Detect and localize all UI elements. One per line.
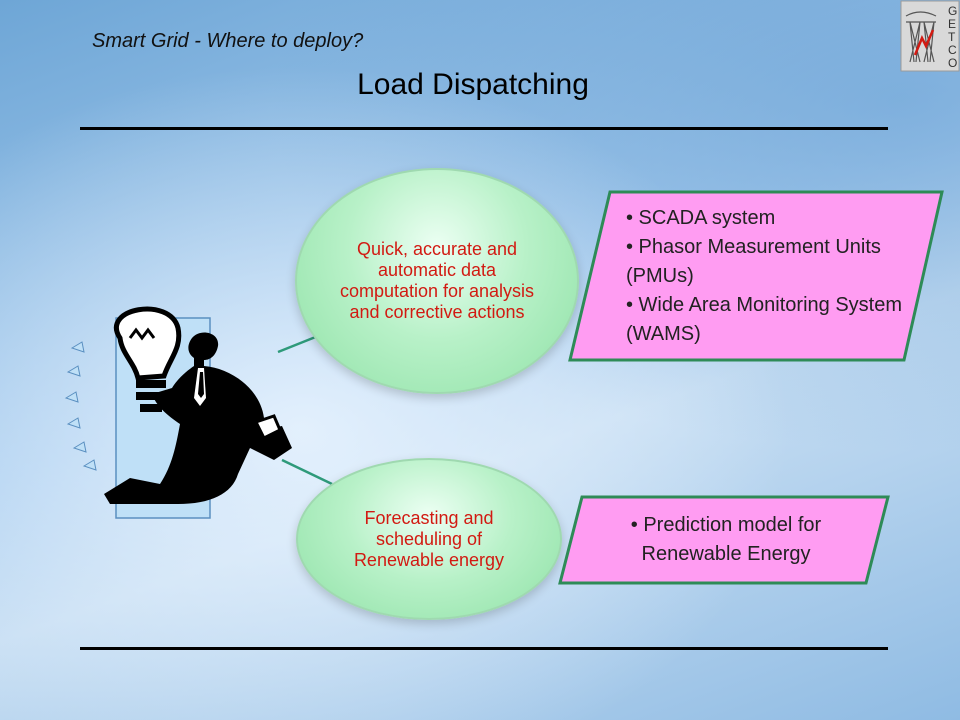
slide-title: Load Dispatching: [357, 68, 589, 101]
box-item-wams: • Wide Area Monitoring System (WAMS): [626, 294, 902, 345]
getco-logo: G E T C O: [900, 0, 960, 72]
box-monitoring-systems: • SCADA system • Phasor Measurement Unit…: [568, 190, 944, 362]
logo-letter-e: E: [948, 17, 956, 31]
ellipse-data-computation: Quick, accurate and automatic data compu…: [295, 168, 579, 394]
slide-subtitle: Smart Grid - Where to deploy?: [92, 30, 364, 52]
top-divider: [80, 127, 888, 130]
logo-letter-g: G: [948, 4, 957, 18]
bottom-divider: [80, 647, 888, 650]
logo-letter-t: T: [948, 30, 956, 44]
box-prediction-model: • Prediction model for Renewable Energy: [558, 495, 890, 585]
ellipse-forecasting-text: Forecasting and scheduling of Renewable …: [353, 507, 505, 570]
box-item-scada: • SCADA system: [626, 207, 776, 229]
ellipse-data-computation-text: Quick, accurate and automatic data compu…: [339, 239, 535, 322]
logo-letter-o: O: [948, 56, 957, 70]
box-item-pmu: • Phasor Measurement Units (PMUs): [626, 236, 881, 287]
box-item-prediction: • Prediction model for Renewable Energy: [630, 514, 822, 565]
logo-letter-c: C: [948, 43, 957, 57]
ellipse-forecasting: Forecasting and scheduling of Renewable …: [296, 458, 562, 620]
idea-person-illustration: [60, 298, 300, 528]
